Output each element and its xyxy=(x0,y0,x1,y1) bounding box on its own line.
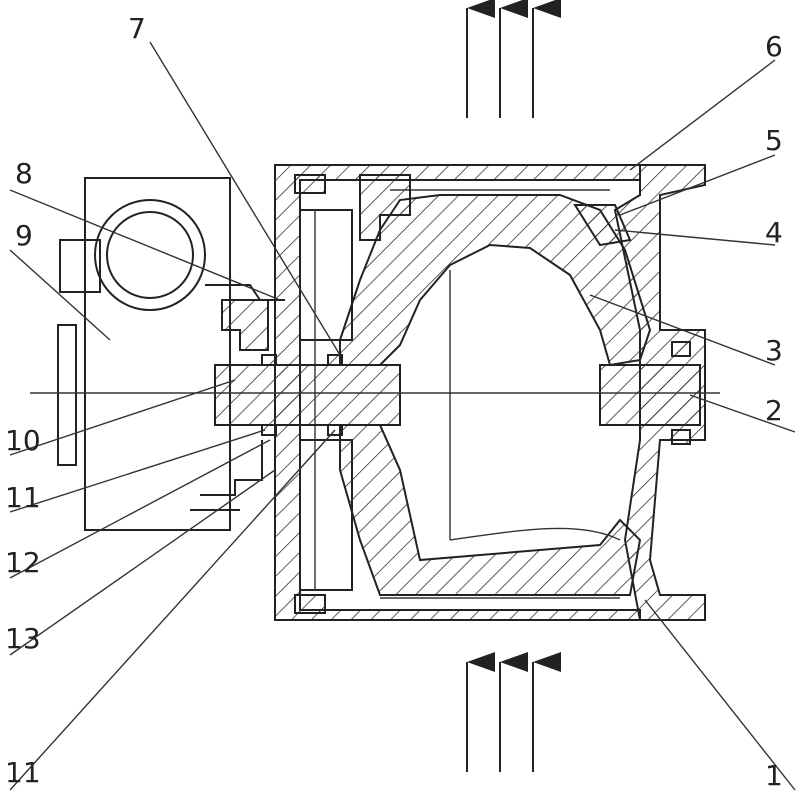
label-11-upper: 11 xyxy=(5,481,41,514)
label-10: 10 xyxy=(5,424,41,457)
label-12: 12 xyxy=(5,546,41,579)
label-13: 13 xyxy=(5,622,41,655)
leader-lines xyxy=(9,41,796,791)
actuator xyxy=(57,177,285,531)
label-6: 6 xyxy=(765,30,783,63)
label-5: 5 xyxy=(765,124,783,157)
label-3: 3 xyxy=(765,334,783,367)
flow-arrows-top xyxy=(466,0,561,118)
label-11-lower: 11 xyxy=(5,756,41,789)
label-1: 1 xyxy=(765,759,783,792)
flow-arrows-bottom xyxy=(466,652,561,772)
label-2: 2 xyxy=(765,394,783,427)
shaft xyxy=(214,341,701,445)
label-9: 9 xyxy=(15,219,33,252)
part-labels: 7 6 5 4 3 2 1 8 9 10 11 12 13 11 xyxy=(5,12,783,792)
label-8: 8 xyxy=(15,157,33,190)
label-7: 7 xyxy=(128,12,146,45)
label-4: 4 xyxy=(765,216,783,249)
